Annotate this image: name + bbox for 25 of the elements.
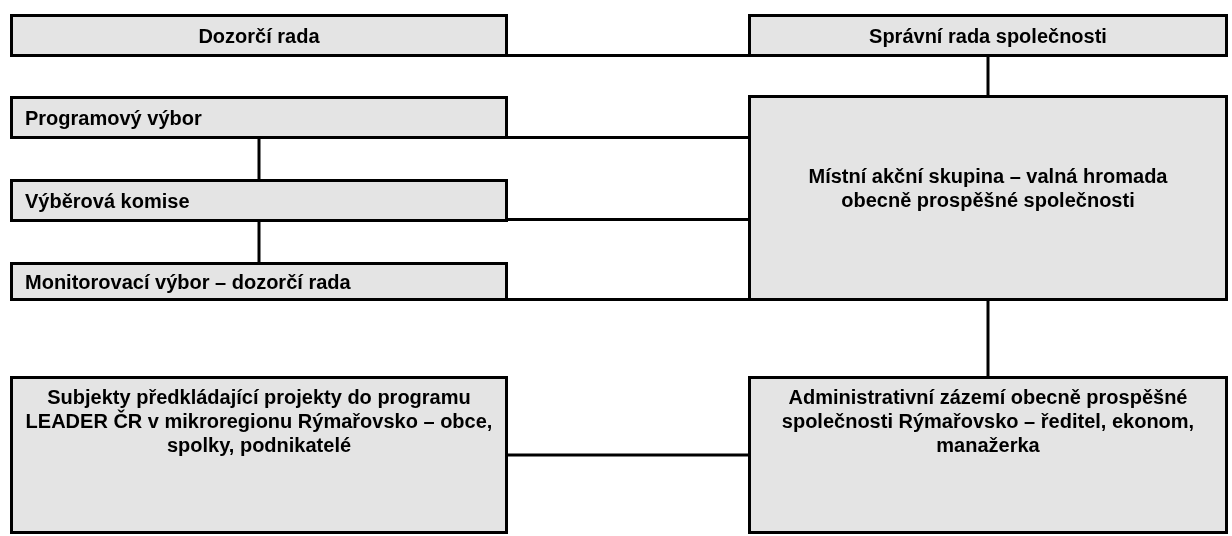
- connector-line: [508, 218, 748, 221]
- org-box: [748, 14, 1228, 57]
- box-label: Administrativní zázemí obecně prospěšné společnosti Rýmařovsko – ředitel, ekonom, manažerka: [780, 385, 1196, 457]
- org-box: [10, 96, 508, 139]
- org-box: [748, 376, 1228, 534]
- org-box: [10, 262, 508, 301]
- org-box: [10, 376, 508, 534]
- connector-line: [257, 222, 261, 262]
- connector-line: [257, 139, 261, 179]
- connector-line: [508, 54, 748, 57]
- box-label: Výběrová komise: [25, 188, 190, 213]
- box-label: Subjekty předkládající projekty do programu LEADER ČR v mikroregionu Rýmařovsko – obce, spolky, podnikatelé: [24, 385, 494, 457]
- box-label: Místní akční skupina – valná hromada obecně prospěšné společnosti: [807, 164, 1169, 212]
- org-box: [748, 95, 1228, 301]
- org-box: [10, 14, 508, 57]
- connector-line: [508, 298, 748, 301]
- connector-line: [986, 301, 990, 376]
- connector-line: [508, 136, 748, 139]
- box-label: Programový výbor: [25, 105, 202, 130]
- org-box: [10, 179, 508, 222]
- connector-line: [508, 453, 748, 457]
- box-label: Dozorčí rada: [198, 23, 320, 48]
- box-label: Správní rada společnosti: [869, 23, 1107, 48]
- connector-line: [986, 57, 990, 95]
- box-label: Monitorovací výbor – dozorčí rada: [25, 269, 351, 294]
